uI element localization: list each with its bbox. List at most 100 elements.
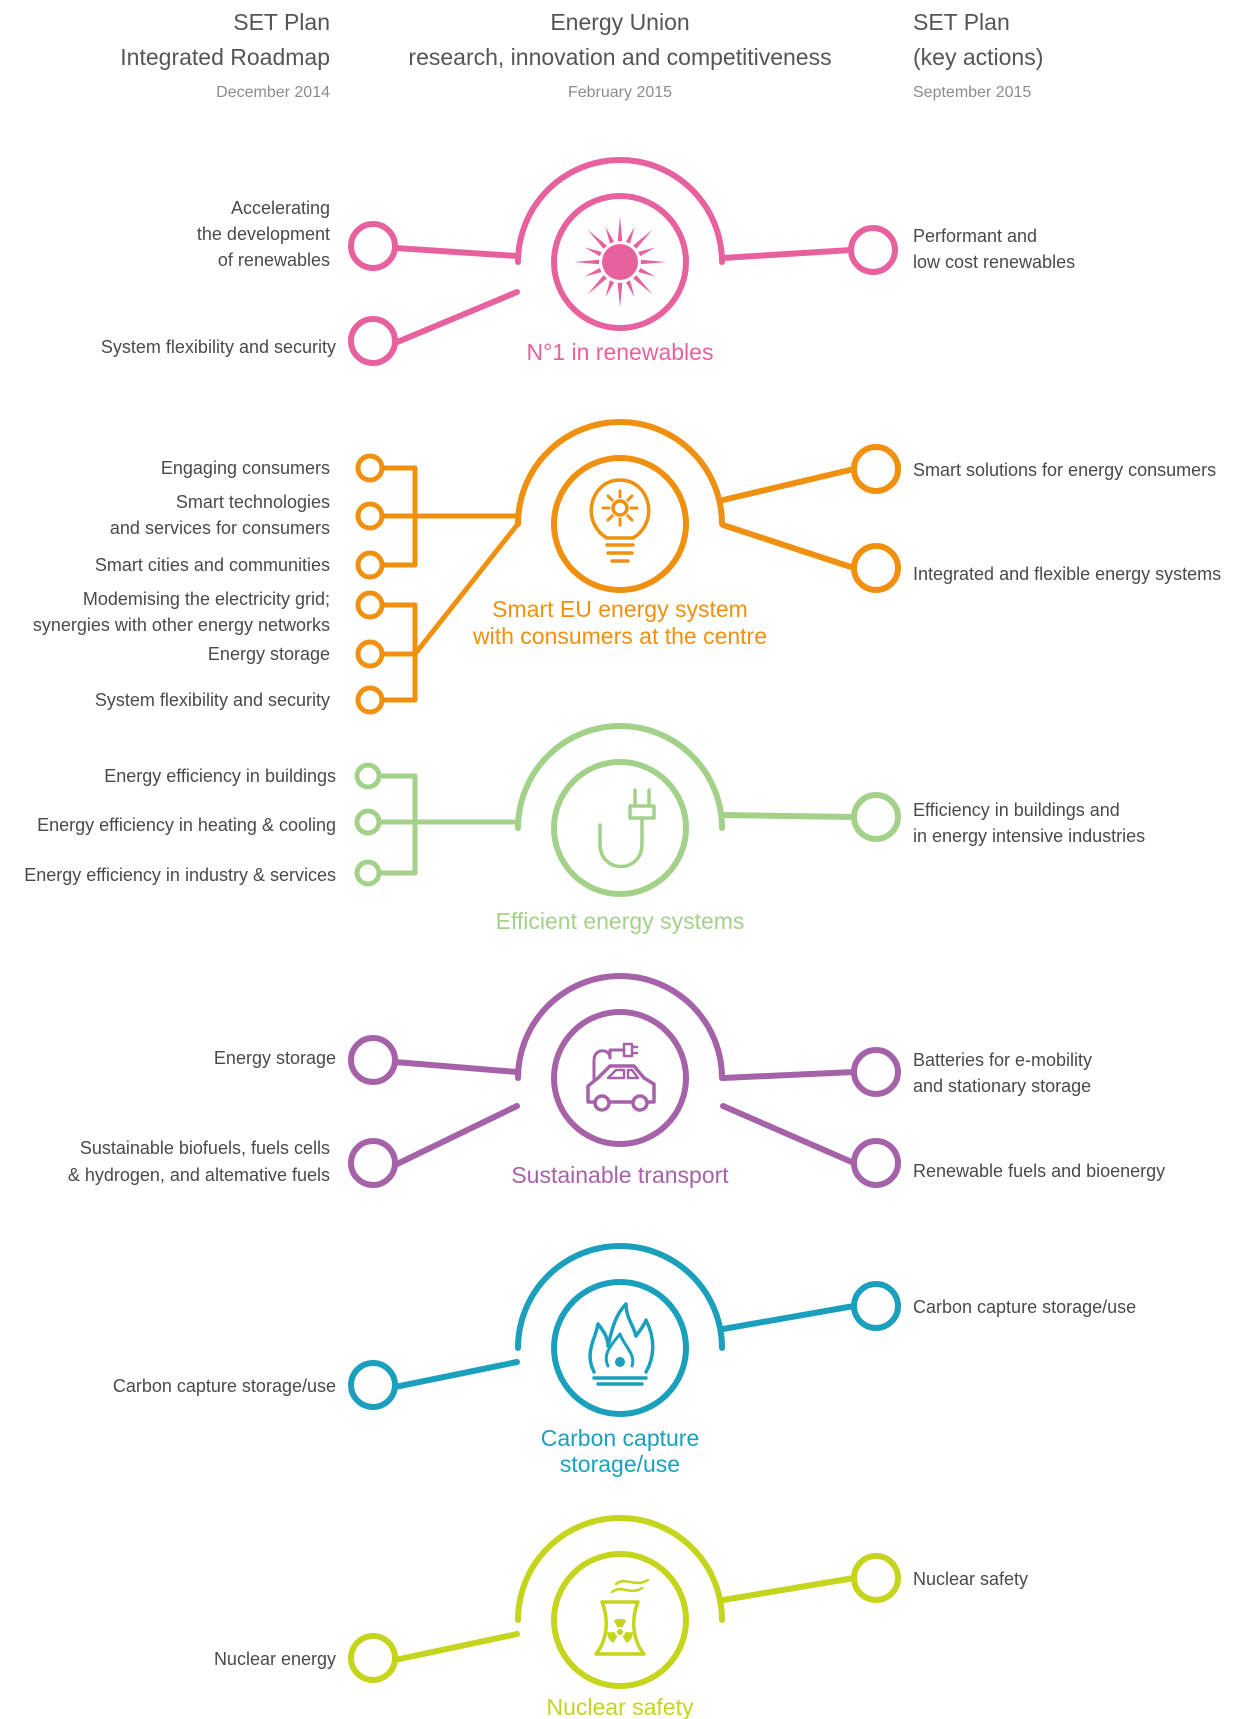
right-item-label: Batteries for e-mobility <box>913 1050 1092 1070</box>
theme-arch <box>515 419 725 527</box>
theme-title: storage/use <box>560 1451 680 1477</box>
left-connectors <box>348 221 520 366</box>
header-right-line1: SET Plan <box>913 9 1010 35</box>
right-node <box>851 1553 901 1603</box>
left-item-label: Carbon capture storage/use <box>113 1376 336 1396</box>
theme-title: with consumers at the centre <box>472 623 767 649</box>
electric-car-icon <box>586 1042 656 1112</box>
left-item-label: Accelerating <box>231 198 330 218</box>
right-node <box>851 444 901 494</box>
left-node <box>354 762 382 790</box>
header-right-line2: (key actions) <box>913 44 1043 70</box>
left-item-label: Energy storage <box>208 644 330 664</box>
left-item-label: Smart technologies <box>176 492 330 512</box>
theme-title: Nuclear safety <box>546 1694 694 1719</box>
left-item-label: Nuclear energy <box>214 1649 336 1669</box>
theme-title: Sustainable transport <box>511 1162 729 1188</box>
left-item-label: System flexibility and security <box>101 337 336 357</box>
right-node <box>851 792 901 842</box>
right-item-label: Smart solutions for energy consumers <box>913 460 1216 480</box>
theme-arch <box>515 157 725 265</box>
left-item-label: Engaging consumers <box>161 458 330 478</box>
right-connectors <box>720 1553 901 1603</box>
left-item-label: and services for consumers <box>110 518 330 538</box>
left-node <box>355 550 385 580</box>
header-center-line1: Energy Union <box>550 9 689 35</box>
plug-icon <box>598 788 656 869</box>
left-node <box>348 1360 398 1410</box>
right-connectors <box>720 444 901 593</box>
right-item-label: Integrated and flexible energy systems <box>913 564 1221 584</box>
left-connectors <box>354 762 520 887</box>
theme-icon-ring <box>551 1009 689 1147</box>
header-left-date: December 2014 <box>216 84 330 101</box>
right-item-label: Renewable fuels and bioenergy <box>913 1161 1165 1181</box>
left-item-label: & hydrogen, and altemative fuels <box>68 1165 330 1185</box>
left-node <box>355 501 385 531</box>
right-connectors <box>720 225 898 275</box>
left-item-label: Sustainable biofuels, fuels cells <box>80 1138 330 1158</box>
left-node <box>355 590 385 620</box>
left-node <box>355 685 385 715</box>
flame-icon <box>588 1302 655 1386</box>
right-item-label: Performant and <box>913 226 1037 246</box>
theme-icon-ring <box>551 1551 689 1689</box>
left-node <box>348 1138 398 1188</box>
left-node <box>354 859 382 887</box>
theme-title: N°1 in renewables <box>527 339 714 365</box>
left-node <box>348 221 398 271</box>
theme-title: Smart EU energy system <box>492 596 748 622</box>
theme-title: Efficient energy systems <box>496 908 745 934</box>
left-item-label: Energy storage <box>214 1048 336 1068</box>
left-item-label: Modemising the electricity grid; <box>83 589 330 609</box>
left-connectors <box>355 453 520 715</box>
theme-title: Carbon capture <box>541 1425 700 1451</box>
theme-icon-ring <box>551 193 689 331</box>
right-connectors <box>720 1281 901 1332</box>
left-item-label: Energy efficiency in industry & services <box>24 865 336 885</box>
right-connectors <box>720 792 901 842</box>
right-node <box>851 1047 901 1097</box>
left-item-label: synergies with other energy networks <box>33 615 330 635</box>
header-left-line2: Integrated Roadmap <box>120 44 330 70</box>
header-right-date: September 2015 <box>913 84 1031 101</box>
theme-icon-ring <box>551 1279 689 1417</box>
left-node <box>354 808 382 836</box>
theme-arch <box>515 1515 725 1623</box>
header-left-line1: SET Plan <box>233 9 330 35</box>
right-node <box>851 1281 901 1331</box>
left-item-label: Smart cities and communities <box>95 555 330 575</box>
lightbulb-icon <box>589 478 651 563</box>
right-node <box>851 1138 901 1188</box>
header-center-date: February 2015 <box>568 84 672 101</box>
nuclear-plant-icon <box>594 1578 650 1656</box>
right-item-label: Efficiency in buildings and <box>913 800 1120 820</box>
left-node <box>348 1633 398 1683</box>
left-node <box>348 1035 398 1085</box>
left-item-label: of renewables <box>218 250 330 270</box>
sun-icon <box>574 216 666 308</box>
column-headers: SET Plan Integrated Roadmap December 201… <box>120 9 1043 101</box>
left-connectors <box>348 1035 520 1188</box>
left-connectors <box>348 1631 520 1683</box>
right-item-label: and stationary storage <box>913 1076 1091 1096</box>
right-item-label: in energy intensive industries <box>913 826 1145 846</box>
right-item-label: low cost renewables <box>913 252 1075 272</box>
left-connectors <box>348 1359 520 1410</box>
left-item-label: System flexibility and security <box>95 690 330 710</box>
theme-icon-ring <box>551 455 689 593</box>
left-item-label: Energy efficiency in buildings <box>104 766 336 786</box>
theme-arch <box>515 723 725 831</box>
theme-arch <box>515 973 725 1081</box>
theme-group: Efficient energy systems Energy efficienc… <box>24 723 1145 934</box>
right-connectors <box>720 1047 901 1188</box>
right-item-label: Carbon capture storage/use <box>913 1297 1136 1317</box>
header-center-line2: research, innovation and competitiveness <box>408 44 831 70</box>
left-item-label: Energy efficiency in heating & cooling <box>37 815 336 835</box>
